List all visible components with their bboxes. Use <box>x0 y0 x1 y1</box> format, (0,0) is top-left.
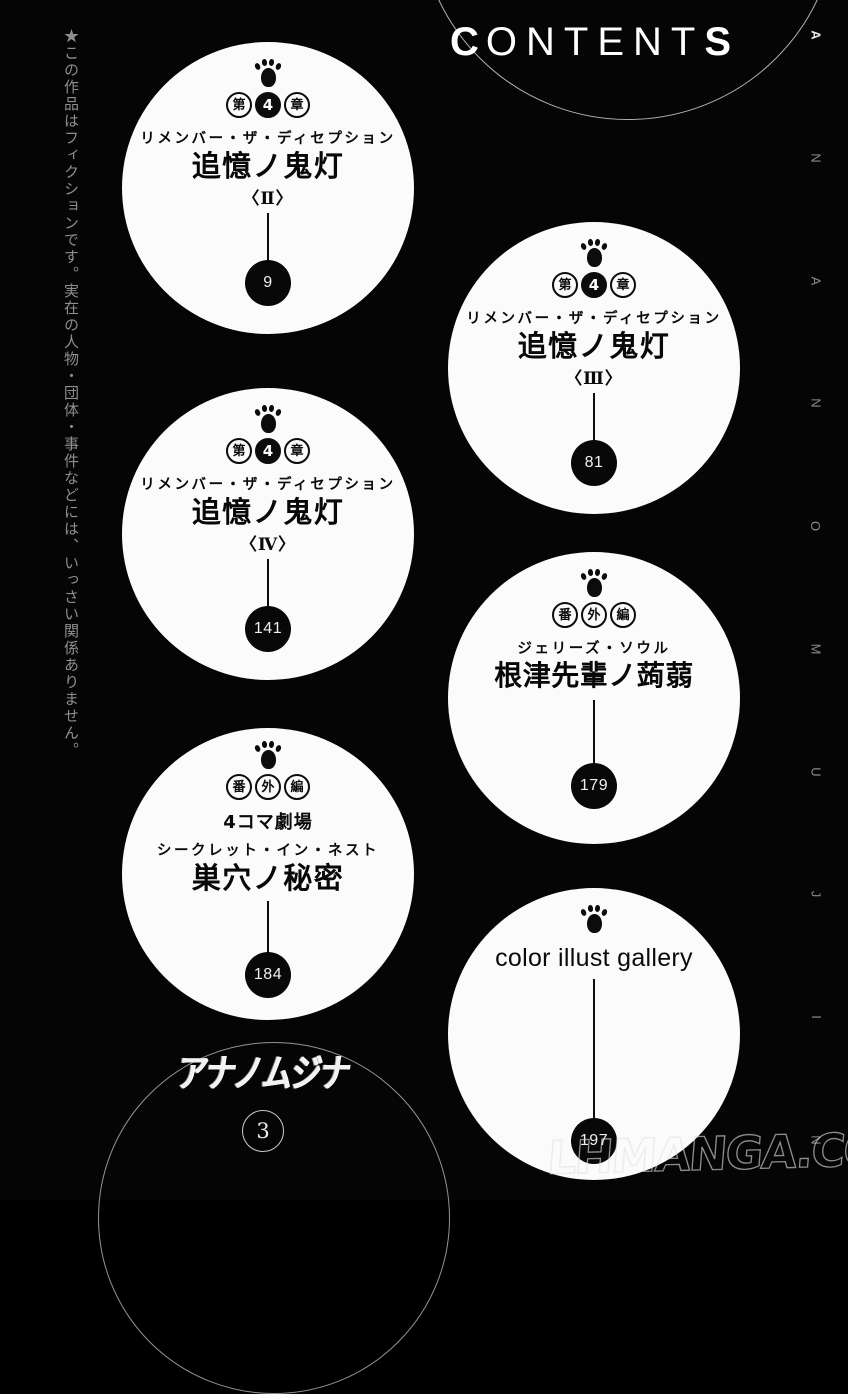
page-title-last-letter: S <box>704 20 739 64</box>
chapter-badge: 第 <box>226 92 252 118</box>
spine-letter: N <box>808 1135 824 1146</box>
chapter-badge: 番 <box>552 602 578 628</box>
chapter-number-badge: 4 <box>255 92 281 118</box>
chapter-badge: 第 <box>552 272 578 298</box>
entry-page-number[interactable]: 184 <box>245 952 291 999</box>
entry-title: 追憶ノ鬼灯 <box>517 329 671 363</box>
toc-entry[interactable]: 番 外 編 ジェリーズ・ソウル 根津先輩ノ蒟蒻 179 <box>448 552 740 844</box>
paw-print-icon <box>253 58 283 88</box>
page-title-first-letter: C <box>450 20 486 64</box>
chapter-number-badge: 4 <box>581 272 607 298</box>
paw-print-icon <box>579 904 609 934</box>
entry-format-label: 4コマ劇場 <box>223 812 313 833</box>
entry-title: color illust gallery <box>495 944 693 972</box>
disclaimer-text: ★この作品はフィクションです。実在の人物・団体・事件などには、いっさい関係ありま… <box>62 28 80 759</box>
chapter-badges: 第 4 章 <box>226 438 310 464</box>
entry-connector-line <box>267 213 269 262</box>
chapter-badge: 章 <box>610 272 636 298</box>
entry-part-number: 〈Ⅳ〉 <box>239 535 297 556</box>
paw-print-icon <box>253 740 283 770</box>
spine-letter: I <box>808 1015 824 1020</box>
entry-subtitle: リメンバー・ザ・ディセプション <box>140 476 396 493</box>
series-title-logo: アナノムジナ <box>173 1051 353 1097</box>
spine-letter: J <box>808 891 824 899</box>
chapter-badges: 第 4 章 <box>552 272 636 298</box>
entry-page-number[interactable]: 179 <box>571 763 617 810</box>
entry-page-number[interactable]: 141 <box>245 606 291 653</box>
paw-print-icon <box>253 404 283 434</box>
page-title: CONTENTS <box>450 22 738 62</box>
entry-title: 追憶ノ鬼灯 <box>191 149 345 183</box>
entry-page-number[interactable]: 9 <box>245 260 291 307</box>
toc-entry[interactable]: 番 外 編 4コマ劇場 シークレット・イン・ネスト 巣穴ノ秘密 184 <box>122 728 414 1020</box>
entry-subtitle: リメンバー・ザ・ディセプション <box>140 130 396 147</box>
series-logo-block: アナノムジナ 3 <box>168 1052 358 1152</box>
entry-title: 追憶ノ鬼灯 <box>191 495 345 529</box>
volume-number-badge: 3 <box>242 1110 284 1152</box>
entry-subtitle: リメンバー・ザ・ディセプション <box>466 310 722 327</box>
entry-title: 巣穴ノ秘密 <box>191 861 345 895</box>
chapter-badge: 章 <box>284 438 310 464</box>
chapter-number-badge: 4 <box>255 438 281 464</box>
page-title-middle: ONTENT <box>485 20 705 64</box>
entry-subtitle: シークレット・イン・ネスト <box>156 842 380 859</box>
entry-connector-line <box>593 979 595 1119</box>
spine-letter: A <box>808 30 824 41</box>
entry-page-number[interactable]: 197 <box>571 1118 617 1164</box>
entry-part-number: 〈Ⅱ〉 <box>242 189 294 210</box>
entry-connector-line <box>593 700 595 765</box>
chapter-badge: 章 <box>284 92 310 118</box>
spine-letter: N <box>808 398 824 409</box>
chapter-badge: 編 <box>284 774 310 800</box>
chapter-badge: 外 <box>581 602 607 628</box>
chapter-badge: 第 <box>226 438 252 464</box>
paw-print-icon <box>579 238 609 268</box>
toc-entry[interactable]: color illust gallery 197 <box>448 888 740 1180</box>
toc-entry[interactable]: 第 4 章 リメンバー・ザ・ディセプション 追憶ノ鬼灯 〈Ⅱ〉 9 <box>122 42 414 334</box>
entry-connector-line <box>267 559 269 608</box>
chapter-badges: 番 外 編 <box>552 602 636 628</box>
spine-letter: A <box>808 276 824 286</box>
chapter-badge: 番 <box>226 774 252 800</box>
chapter-badge: 編 <box>610 602 636 628</box>
toc-entry[interactable]: 第 4 章 リメンバー・ザ・ディセプション 追憶ノ鬼灯 〈Ⅲ〉 81 <box>448 222 740 514</box>
paw-print-icon <box>579 568 609 598</box>
toc-entry[interactable]: 第 4 章 リメンバー・ザ・ディセプション 追憶ノ鬼灯 〈Ⅳ〉 141 <box>122 388 414 680</box>
entry-subtitle: ジェリーズ・ソウル <box>517 640 671 657</box>
spine-letter: O <box>808 521 824 533</box>
entry-part-number: 〈Ⅲ〉 <box>565 369 623 390</box>
chapter-badges: 第 4 章 <box>226 92 310 118</box>
entry-connector-line <box>267 901 269 954</box>
chapter-badges: 番 外 編 <box>226 774 310 800</box>
entry-connector-line <box>593 393 595 442</box>
spine-letter: M <box>808 643 824 656</box>
spine-lettering: A N A N O M U J I N <box>802 28 830 1148</box>
spine-letter: U <box>808 766 824 778</box>
spine-letter: N <box>808 153 824 164</box>
entry-title: 根津先輩ノ蒟蒻 <box>494 659 694 692</box>
chapter-badge: 外 <box>255 774 281 800</box>
entry-page-number[interactable]: 81 <box>571 440 617 487</box>
